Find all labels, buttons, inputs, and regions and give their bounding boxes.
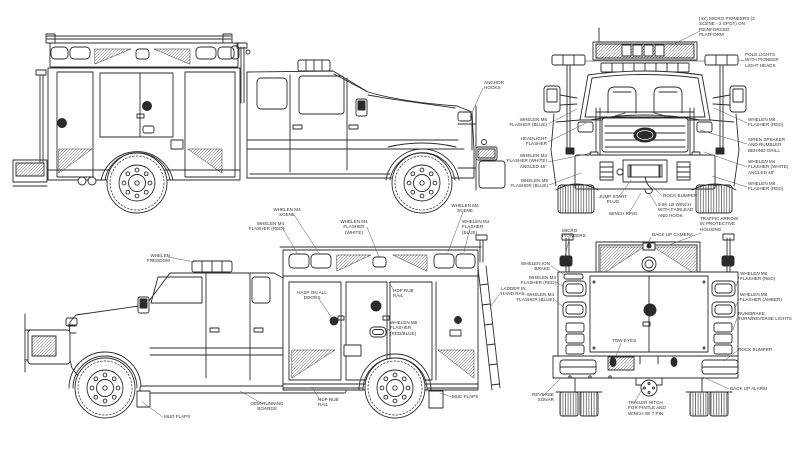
callout-m6-blue-upper: WHELEN M6 FLASHER (BLUE) bbox=[509, 117, 547, 128]
side-flasher bbox=[369, 326, 387, 338]
pole-light-mid bbox=[236, 42, 251, 104]
callout-backup-camera: BACK UP CAMERA bbox=[652, 232, 694, 237]
callout-m4-scene-left: WHELEN M4 SCENE bbox=[273, 207, 301, 218]
cab bbox=[246, 70, 475, 179]
front-cab bbox=[579, 70, 711, 121]
pole-light-rear bbox=[475, 234, 488, 263]
ladder bbox=[477, 265, 501, 391]
seat bbox=[653, 86, 683, 114]
callout-ladder: LADDER IN HAND RAIL bbox=[501, 286, 526, 297]
callout-whelen-freedom: WHELEN FREEDOM bbox=[147, 253, 170, 264]
callout-m4-red-rear: WHELEN M4 FLASHER (RED) bbox=[520, 275, 556, 286]
callout-hasp: HASP ON ALL DOORS bbox=[297, 290, 327, 301]
body-top-lights bbox=[50, 45, 240, 60]
callout-micro-pioneers-front: (4X) MICRO PIONEERS (2 SCENE - 2 SPOT) O… bbox=[699, 16, 755, 37]
pole-light-right bbox=[721, 233, 735, 273]
callout-m4-blue-side: WHELEN M4 FLASHER (BLUE) bbox=[462, 219, 490, 235]
callout-pole-lights: POLE LIGHTS WITH PIONEER LIGHT HEADS bbox=[745, 52, 779, 68]
backup-camera bbox=[646, 243, 652, 249]
mud-flap-front bbox=[136, 390, 151, 408]
callout-micro-pioneers-rear: MICRO PIONEERS bbox=[562, 228, 586, 239]
callout-traffic-arrow: TRAFFIC ARROW IN PROTECTIVE HOUSING bbox=[700, 216, 739, 232]
headlight bbox=[65, 317, 78, 327]
callout-run-brake-turn-reverse: RUN/BRAKE, TURN/REVERSE LIGHTS bbox=[738, 311, 792, 322]
pole-light-right bbox=[704, 54, 739, 153]
callout-anchor-hooks: ANCHOR HOOKS bbox=[484, 80, 504, 91]
callout-m4-white-left: WHELEN M4 FLASHER (WHITE) ANGLED 45° bbox=[506, 153, 547, 169]
callout-reverse-sonar: REVERSE SONAR bbox=[532, 392, 554, 403]
tow-eye bbox=[670, 357, 678, 367]
callout-winch: 9.5K LB WINCH WITH FAIRLEAD AND HOOK bbox=[658, 202, 694, 218]
mirror-right bbox=[712, 85, 747, 113]
leader-lines bbox=[141, 30, 748, 418]
callout-mud-flaps-front: MUD FLAPS bbox=[164, 414, 191, 419]
view-front bbox=[543, 27, 747, 214]
front-bumper-box bbox=[478, 160, 506, 189]
callout-trailer-hitch: TRAILER HITCH FOR PINTLE AND WINCH W/ 7 … bbox=[628, 400, 666, 416]
tow-eye bbox=[609, 357, 617, 367]
callout-winch-ring: WINCH RING bbox=[608, 211, 638, 216]
pole-light-rear bbox=[35, 69, 47, 163]
callout-m6-amber-rear: WHELEN M6 FLASHER (AMBER) bbox=[740, 292, 782, 303]
tire bbox=[695, 184, 733, 214]
callout-ion-brake: WHELEN ION BRAKE bbox=[520, 261, 550, 272]
callout-rock-bumper-rear: ROCK BUMPER bbox=[738, 347, 773, 352]
callout-m4-white-side: WHELEN M4 FLASHER (WHITE) bbox=[340, 219, 368, 235]
hasp bbox=[329, 316, 339, 326]
winch-hook bbox=[644, 176, 653, 195]
pole-light-left bbox=[559, 233, 574, 273]
callout-backup-alarm: BACK UP ALARM bbox=[730, 386, 767, 391]
body-top-lights bbox=[288, 253, 476, 269]
view-driver-side bbox=[24, 234, 501, 419]
wheel bbox=[364, 357, 426, 419]
callout-m4-scene-right: WHELEN M4 SCENE bbox=[451, 203, 479, 214]
callout-m6-blue-lower: WHELEN M6 FLASHER (BLUE) bbox=[510, 178, 548, 189]
callout-siren-speaker: SIREN SPEAKER AND RUMBLER BEHIND GRILL bbox=[748, 137, 786, 153]
dual-wheels bbox=[559, 391, 579, 417]
callout-tow-eyes: TOW EYES bbox=[612, 338, 637, 343]
pole-light-left bbox=[551, 54, 586, 153]
callout-m6-red-rear: WHELEN M6 FLASHER (RED) bbox=[740, 271, 776, 282]
callout-headlight-flasher: HEADLIGHT FLASHER bbox=[520, 136, 547, 147]
seat bbox=[607, 86, 637, 114]
dual-wheels bbox=[689, 391, 709, 417]
callout-m4-blue-rear: WHELEN M4 FLASHER (BLUE) bbox=[516, 292, 554, 303]
tire bbox=[557, 184, 595, 214]
view-rear bbox=[552, 233, 739, 417]
callout-running-boards: OEM RUNNING BOARDS bbox=[250, 401, 284, 412]
wheel bbox=[74, 357, 136, 419]
headlight-right bbox=[696, 121, 713, 133]
wheel bbox=[106, 152, 168, 214]
callout-rub-rail-lower: HDP RUB RAIL bbox=[318, 397, 339, 408]
ion-brake-light bbox=[563, 273, 584, 280]
rear-lights-right bbox=[711, 280, 736, 355]
callout-jump-start: JUMP START PLUG bbox=[598, 194, 628, 205]
mirror-left bbox=[543, 85, 578, 113]
wheel bbox=[391, 152, 453, 214]
rear-lights-left bbox=[562, 280, 587, 355]
callout-m4-red-side: WHELEN M4 FLASHER (RED) bbox=[248, 221, 284, 232]
callout-rub-rail-upper: HDP RUB RAIL bbox=[393, 288, 414, 299]
front-bumper bbox=[574, 154, 716, 190]
headlight bbox=[457, 111, 472, 122]
callout-m6-red-blue: WHELEN M6 FLASHER (RED/BLUE) bbox=[390, 320, 418, 336]
jump-start-plug bbox=[616, 168, 624, 176]
callout-m6-red-lower: WHELEN M6 FLASHER (RED) bbox=[748, 181, 784, 192]
mud-flap-rear bbox=[428, 390, 444, 409]
callout-mud-flaps-rear: MUD FLAPS bbox=[452, 394, 479, 399]
callout-m4-white-right: WHELEN M4 FLASHER (WHITE) ANGLED 45° bbox=[748, 159, 789, 175]
callout-rock-bumper-front: ROCK BUMPER bbox=[663, 193, 698, 198]
callout-m6-red-upper: WHELEN M6 FLASHER (RED) bbox=[748, 117, 784, 128]
view-passenger-side bbox=[12, 33, 506, 214]
